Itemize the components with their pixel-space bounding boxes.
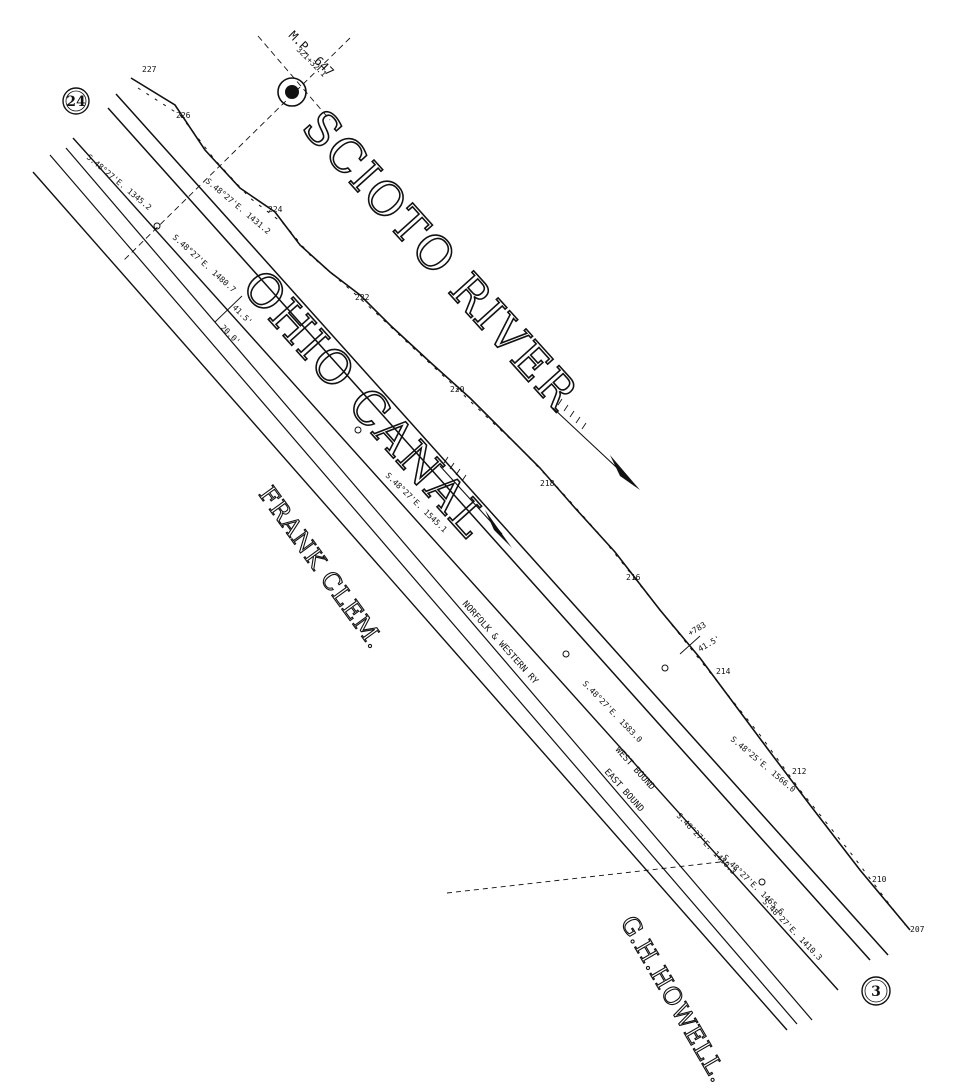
marker-label: 24 [66,94,86,110]
mile-post-dot-icon [285,85,299,99]
flow-arrows [439,398,640,548]
station-label: 220 [450,385,465,394]
survey-point [354,426,362,434]
canal-bank-south [107,107,871,961]
river-bank-line [130,77,911,931]
survey-point [562,650,570,658]
station-label: 210 [872,875,887,884]
offset-label: +783 [687,620,708,638]
rail-outer-right [72,137,839,991]
river-flow-arrow-icon [552,398,640,490]
river-bank [130,77,911,931]
marker-ring-icon [861,976,891,1006]
marker-label: 3 [871,984,881,1000]
offset-tick-2 [214,295,243,323]
owner-right-label: G.H.HOWELL. [615,911,733,1088]
offset-label: 41.5' [697,634,722,654]
bearing-label: S.48°27'E. 1583.0 [581,679,644,744]
rail-outer-left [32,171,788,1031]
canal-flow-arrow-icon [439,456,512,548]
survey-points [153,222,766,886]
station-label: 212 [792,767,807,776]
survey-point [661,664,669,672]
mile-post-label: M.P. 647 [286,28,337,79]
survey-point [758,878,766,886]
mile-post-marker: M.P. 647 321+32.1 [277,28,337,107]
rail-inner-left [49,154,798,1025]
fence-line [137,87,906,926]
railroad-tracks [32,137,839,1031]
station-label: 207 [910,925,925,934]
station-labels: 227 226 224 222 220 218 216 214 212 210 … [142,65,925,934]
circle-marker-lower-right: 3 [861,976,891,1006]
tie-line-lower [446,861,721,894]
offset-label: 20.0' [219,323,242,346]
station-label: 218 [540,479,555,488]
survey-point [153,222,161,230]
marker-ring-inner-icon [864,979,888,1003]
station-label: 216 [626,573,641,582]
mile-post-ring-icon [277,77,307,107]
owner-left-label: FRANK CLEM. [253,481,389,654]
canal-banks [107,93,889,961]
canal-bank-north [115,93,889,956]
rail-inner-right [65,147,813,1021]
station-label: 214 [716,667,731,676]
marker-ring-icon [62,87,90,115]
tie-line-upper [121,37,351,263]
station-label: 224 [268,205,283,214]
marker-ring-inner-icon [65,90,87,112]
bearing-label: S.48°27'E. 1465.6 [721,853,786,916]
circle-marker-upper-left: 24 [62,87,90,115]
offset-tick [679,635,701,655]
station-label: 226 [176,111,191,120]
station-label: 227 [142,65,157,74]
station-label: 222 [355,293,370,302]
